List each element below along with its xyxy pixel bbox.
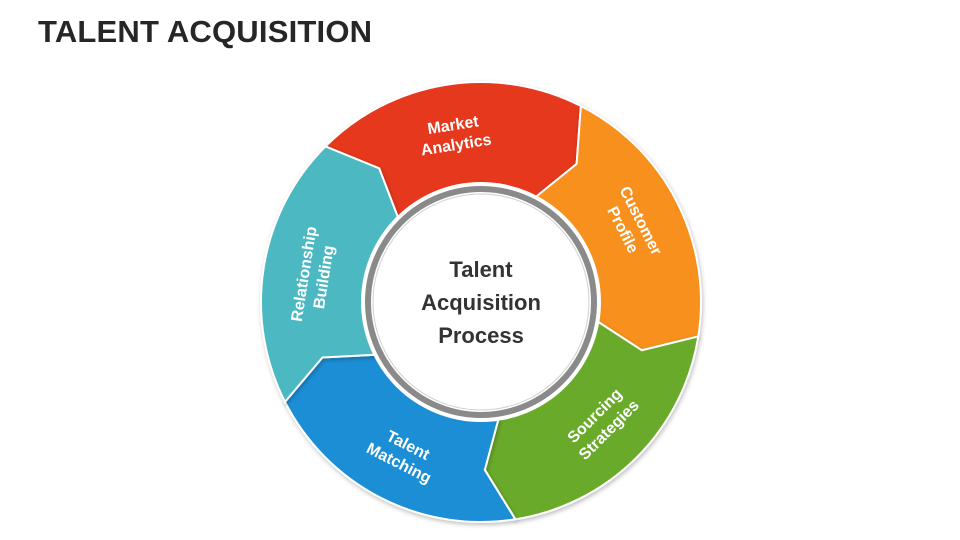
segments-layer: MarketAnalyticsCustomerProfileSourcingSt… bbox=[260, 81, 702, 523]
slide-title: TALENT ACQUISITION bbox=[38, 14, 373, 49]
center-label-line: Acquisition bbox=[421, 290, 541, 315]
center-circle bbox=[361, 182, 601, 422]
center-label-line: Process bbox=[438, 323, 524, 348]
center-label-line: Talent bbox=[449, 257, 513, 282]
